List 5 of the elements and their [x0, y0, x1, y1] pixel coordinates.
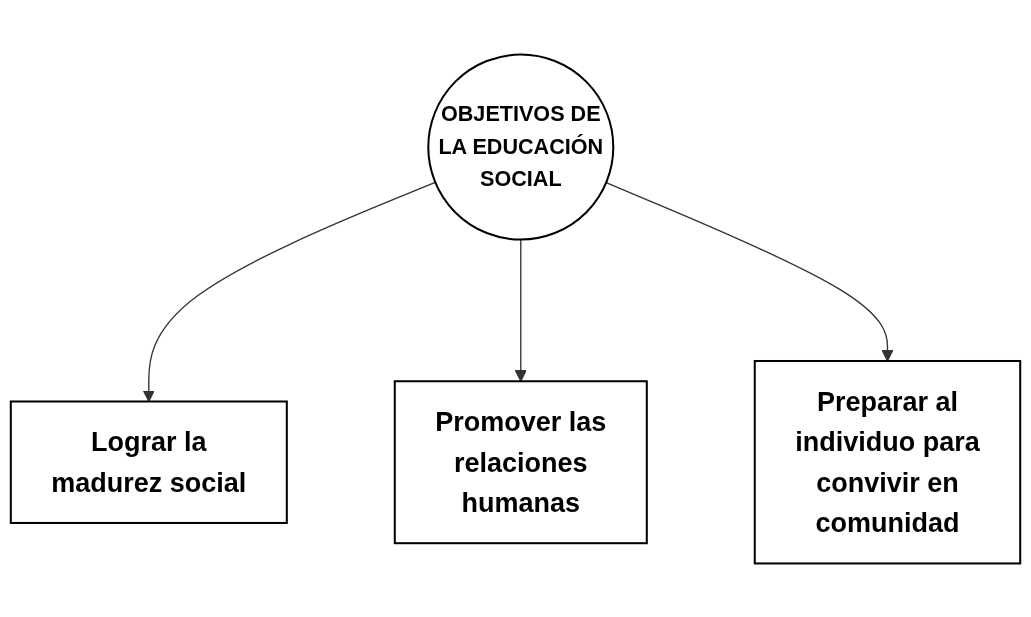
node-box: Preparar al individuo para convivir en comunidad [753, 359, 1022, 564]
node-circle: OBJETIVOS DE LA EDUCACIÓN SOCIAL [427, 53, 615, 241]
node-box: Lograr la madurez social [9, 400, 288, 524]
arrow [142, 181, 436, 402]
node-box: Promover las relaciones humanas [393, 379, 648, 544]
